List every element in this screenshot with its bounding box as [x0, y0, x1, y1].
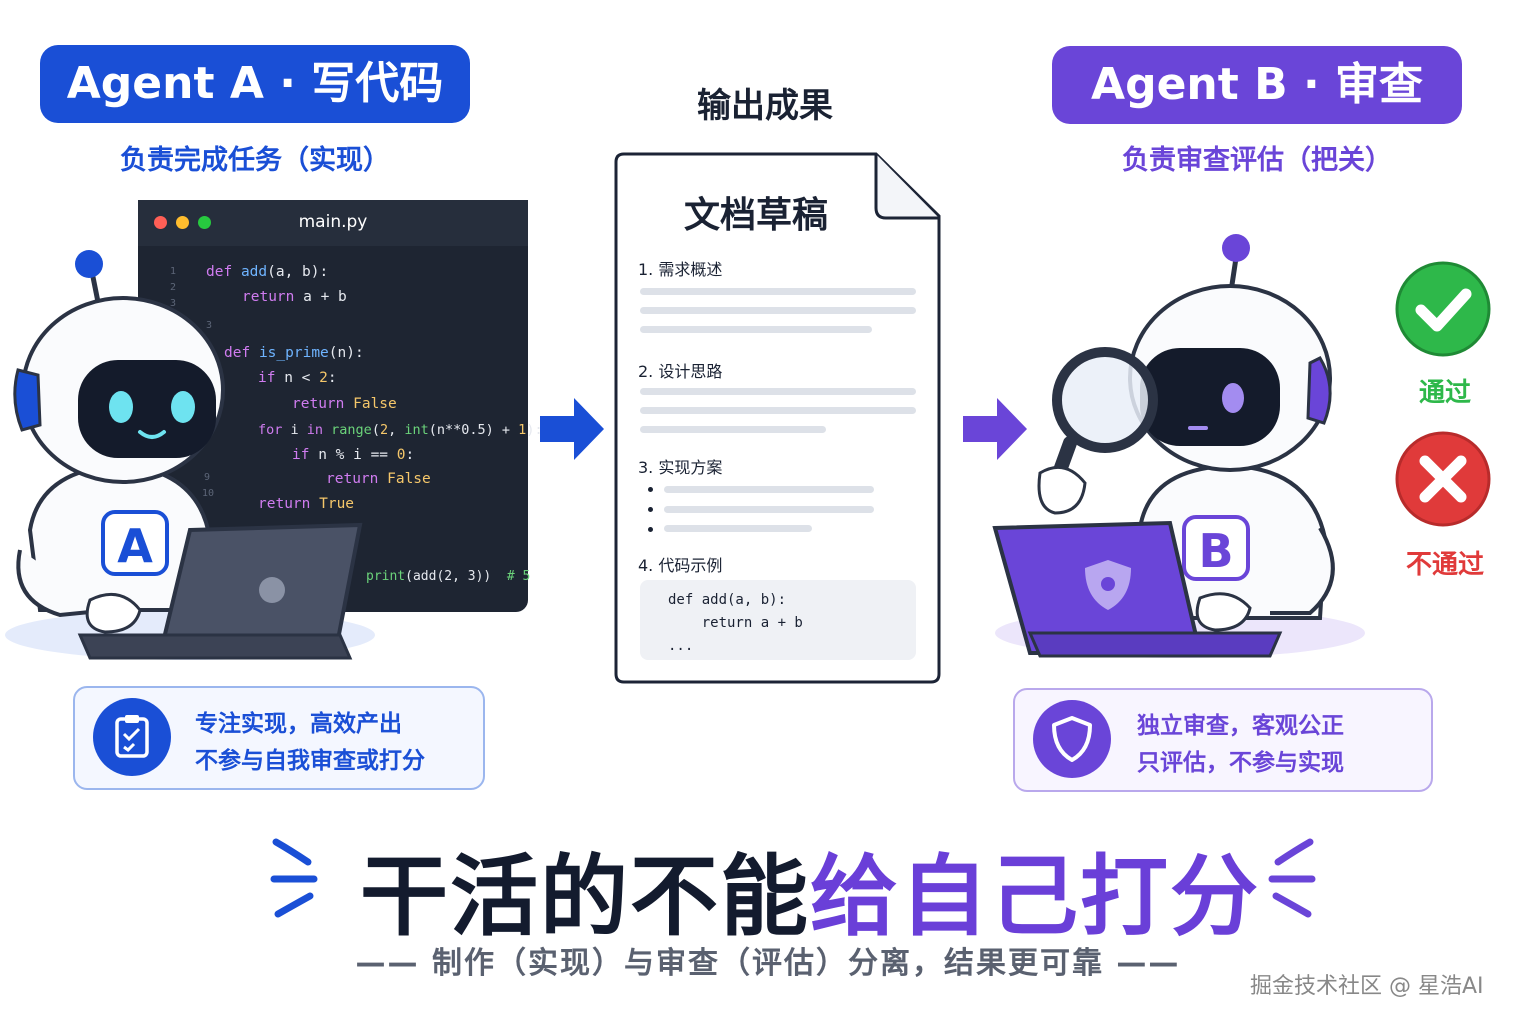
doc-section-heading: 1. 需求概述 — [638, 260, 723, 279]
robot-a-illustration: A — [5, 250, 375, 660]
slogan: 干活的不能给自己打分 — [360, 826, 1258, 953]
maximize-dot-icon — [198, 216, 211, 229]
code-line: if n % i == 0: — [292, 447, 415, 463]
watermark: 掘金技术社区 @ 星浩AI — [1250, 974, 1484, 999]
shield-icon — [1033, 700, 1111, 778]
line-number: 9 — [204, 472, 211, 483]
text-placeholder-bar — [640, 407, 916, 414]
code-line: return False — [326, 471, 431, 487]
fail-label: 不通过 — [1405, 550, 1484, 580]
code-line: return True — [258, 496, 355, 512]
robot-b-badge: B — [1198, 524, 1233, 578]
agent-a-title: Agent A · 写代码 — [40, 45, 470, 123]
text-placeholder-bar — [640, 288, 916, 295]
doc-code-line: ... — [668, 638, 694, 654]
doc-section-heading: 4. 代码示例 — [638, 556, 723, 575]
arrow-right-icon — [963, 398, 1027, 460]
emphasis-lines-icon — [1268, 838, 1316, 918]
code-filename: main.py — [298, 212, 368, 232]
line-number: 3 — [170, 298, 177, 309]
text-placeholder-bar — [664, 506, 874, 513]
code-line: return a + b — [242, 289, 347, 305]
arrow-right-icon — [540, 398, 604, 460]
text-placeholder-bar — [640, 426, 826, 433]
doc-code-sample: def add(a, b): return a + b ... — [640, 580, 916, 660]
robot-b-illustration: B — [992, 234, 1365, 658]
agent-b-subtitle: 负责审查评估（把关） — [1122, 145, 1392, 176]
code-editor-titlebar: main.py — [138, 200, 528, 246]
close-dot-icon — [154, 216, 167, 229]
agent-a-info-line: 专注实现，高效产出 — [195, 711, 402, 737]
code-line: def add(a, b): — [206, 264, 329, 280]
code-line: print(add(2, 3)) # 5 — [366, 569, 531, 584]
tagline: —— 制作（实现）与审查（评估）分离，结果更可靠 —— — [355, 946, 1181, 981]
cross-icon — [1395, 431, 1491, 527]
code-line: for i in range(2, int(n**0.5) + 1): — [258, 422, 543, 438]
slogan-part-1: 干活的不能 — [360, 845, 811, 948]
clipboard-check-icon — [93, 698, 171, 776]
text-placeholder-bar — [640, 307, 916, 314]
magnifier-icon — [1037, 347, 1158, 515]
doc-section-heading: 2. 设计思路 — [638, 362, 723, 381]
text-placeholder-bar — [664, 486, 874, 493]
minimize-dot-icon — [176, 216, 189, 229]
code-line: def is_prime(n): — [224, 345, 364, 361]
robot-a-badge: A — [117, 519, 153, 573]
line-number: 3 — [206, 320, 213, 331]
text-placeholder-bar — [664, 525, 812, 532]
line-number: 1 — [170, 266, 177, 277]
line-number: 10 — [202, 488, 215, 499]
code-line: return False — [292, 396, 397, 412]
agent-b-info-line: 只评估，不参与实现 — [1137, 750, 1344, 776]
text-placeholder-bar — [640, 388, 916, 395]
text-placeholder-bar — [640, 326, 872, 333]
bullet-icon — [648, 527, 653, 532]
output-heading: 输出成果 — [697, 86, 833, 126]
doc-section-heading: 3. 实现方案 — [638, 458, 723, 477]
agent-a-subtitle: 负责完成任务（实现） — [120, 145, 390, 176]
bullet-icon — [648, 487, 653, 492]
bullet-icon — [648, 507, 653, 512]
doc-code-line: return a + b — [668, 615, 803, 631]
check-icon — [1395, 261, 1491, 357]
document-draft — [614, 152, 941, 684]
agent-b-info-line: 独立审查，客观公正 — [1137, 713, 1344, 739]
document-title: 文档草稿 — [683, 195, 828, 236]
code-line: if n < 2: — [258, 370, 337, 386]
line-number: 2 — [170, 282, 177, 293]
agent-b-title: Agent B · 审查 — [1052, 46, 1462, 124]
agent-b-info-box: 独立审查，客观公正 只评估，不参与实现 — [1013, 688, 1433, 792]
pass-label: 通过 — [1418, 378, 1471, 408]
emphasis-lines-icon — [270, 838, 318, 918]
agent-a-info-box: 专注实现，高效产出 不参与自我审查或打分 — [73, 686, 485, 790]
agent-a-info-line: 不参与自我审查或打分 — [195, 748, 425, 774]
slogan-part-2: 给自己打分 — [810, 845, 1261, 948]
doc-code-line: def add(a, b): — [668, 592, 787, 608]
